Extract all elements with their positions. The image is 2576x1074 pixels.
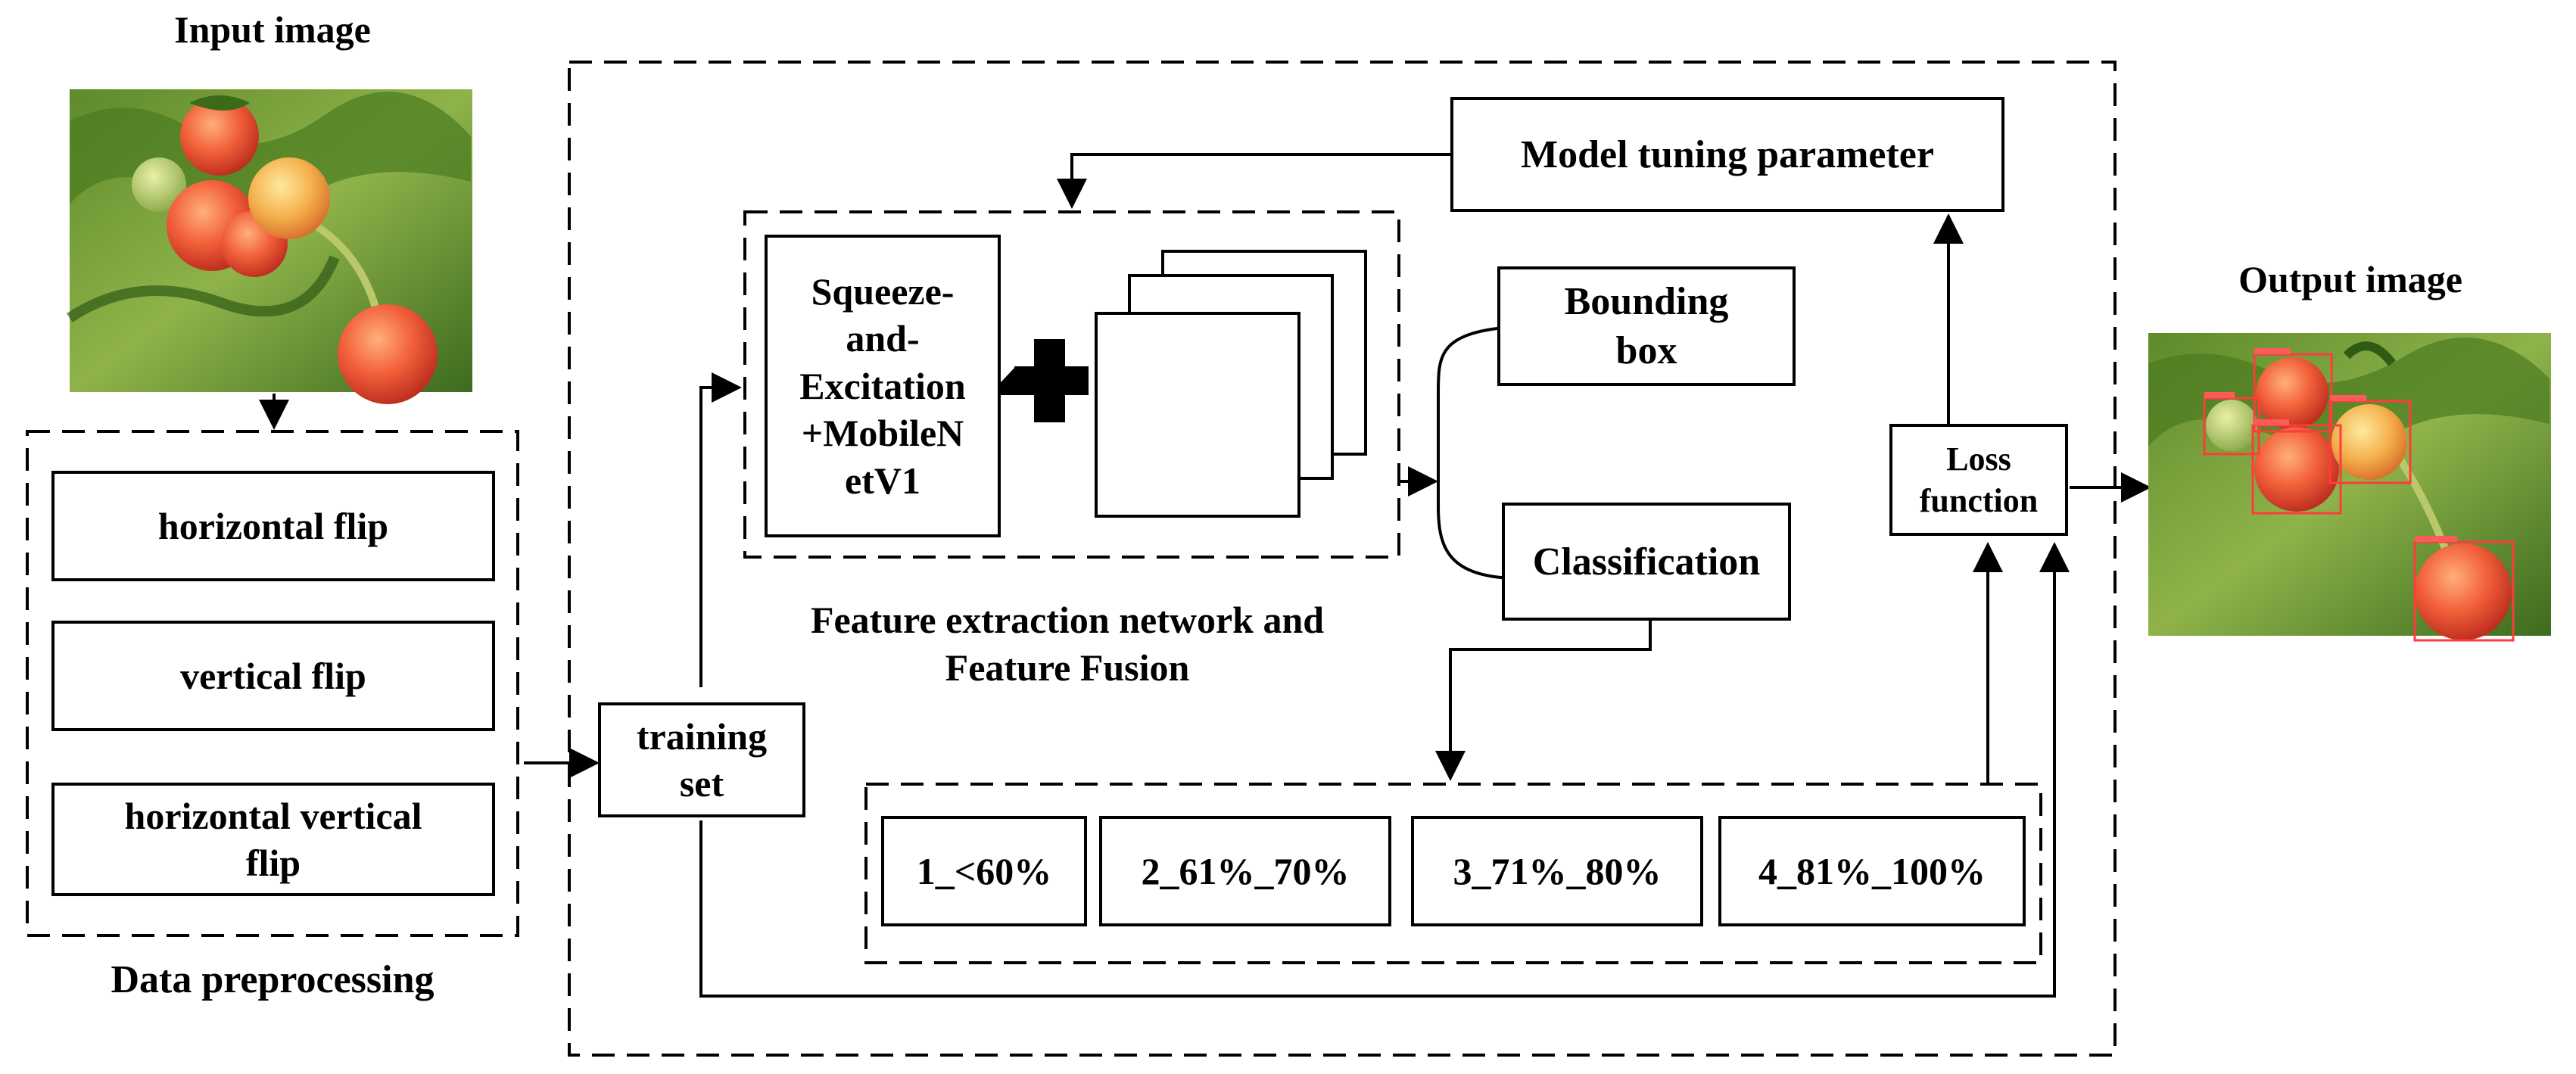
class-box-2: 2_61%_70% bbox=[1099, 816, 1391, 926]
class-box-4: 4_81%_100% bbox=[1718, 816, 2026, 926]
class-label-4: 4_81%_100% bbox=[1758, 849, 1986, 892]
classes-dashed-region bbox=[864, 783, 2042, 964]
training-set-line2: set bbox=[679, 762, 724, 805]
arrow-training-to-feature bbox=[699, 372, 742, 687]
heads-brace bbox=[1437, 325, 1512, 580]
se-line1: Squeeze- bbox=[811, 269, 955, 313]
loss-function-box: Loss function bbox=[1889, 424, 2068, 536]
loss-line1: Loss bbox=[1946, 440, 2011, 478]
feature-caption-line1: Feature extraction network and bbox=[810, 599, 1325, 641]
main-dashed-region bbox=[568, 61, 2117, 1057]
classification-label: Classification bbox=[1532, 540, 1761, 584]
bounding-box-line2: box bbox=[1615, 329, 1677, 372]
horizontal-vertical-flip-label-line2: flip bbox=[245, 842, 301, 884]
horizontal-flip-label: horizontal flip bbox=[157, 504, 389, 547]
input-image-photo bbox=[67, 89, 472, 404]
input-image-title: Input image bbox=[174, 8, 371, 51]
horizontal-flip-box: horizontal flip bbox=[51, 471, 495, 581]
class-box-1: 1_<60% bbox=[881, 816, 1087, 926]
loss-line2: function bbox=[1919, 482, 2039, 519]
classification-head: Classification bbox=[1502, 503, 1791, 621]
feature-network-caption: Feature extraction network and Feature F… bbox=[727, 596, 1408, 691]
arrow-tuning-to-feature bbox=[1057, 153, 1450, 209]
se-mobilenet-box: Squeeze- and- Excitation +MobileN etV1 bbox=[765, 235, 1001, 537]
training-set-line1: training bbox=[636, 714, 768, 758]
preprocessing-title: Data preprocessing bbox=[111, 958, 435, 1001]
se-line2: and- bbox=[846, 317, 920, 360]
se-line3: Excitation bbox=[799, 364, 966, 407]
vertical-flip-label: vertical flip bbox=[180, 654, 366, 697]
vertical-flip-box: vertical flip bbox=[51, 621, 495, 731]
arrow-training-to-loss bbox=[699, 542, 2070, 998]
se-line5: etV1 bbox=[845, 459, 920, 502]
arrow-classification-to-classes bbox=[1435, 621, 1652, 781]
class-label-1: 1_<60% bbox=[916, 849, 1052, 892]
bounding-box-head: Bounding box bbox=[1497, 266, 1796, 386]
feature-caption-line2: Feature Fusion bbox=[945, 646, 1190, 689]
class-label-3: 3_71%_80% bbox=[1453, 849, 1662, 892]
preprocessing-dashed-region bbox=[26, 430, 519, 937]
horizontal-vertical-flip-box: horizontal vertical flip bbox=[51, 783, 495, 896]
feature-maps-icon bbox=[1095, 250, 1367, 518]
model-tuning-box: Model tuning parameter bbox=[1450, 97, 2004, 212]
feature-dashed-region bbox=[743, 210, 1400, 559]
horizontal-vertical-flip-label-line1: horizontal vertical bbox=[124, 794, 422, 837]
se-line4: +MobileN bbox=[801, 412, 964, 455]
training-set-box: training set bbox=[598, 702, 805, 817]
bounding-box-line1: Bounding bbox=[1564, 280, 1729, 323]
output-image-photo bbox=[2148, 333, 2551, 642]
class-box-3: 3_71%_80% bbox=[1411, 816, 1703, 926]
output-image-title: Output image bbox=[2238, 258, 2462, 300]
class-label-2: 2_61%_70% bbox=[1141, 849, 1350, 892]
model-tuning-label: Model tuning parameter bbox=[1521, 132, 1934, 176]
